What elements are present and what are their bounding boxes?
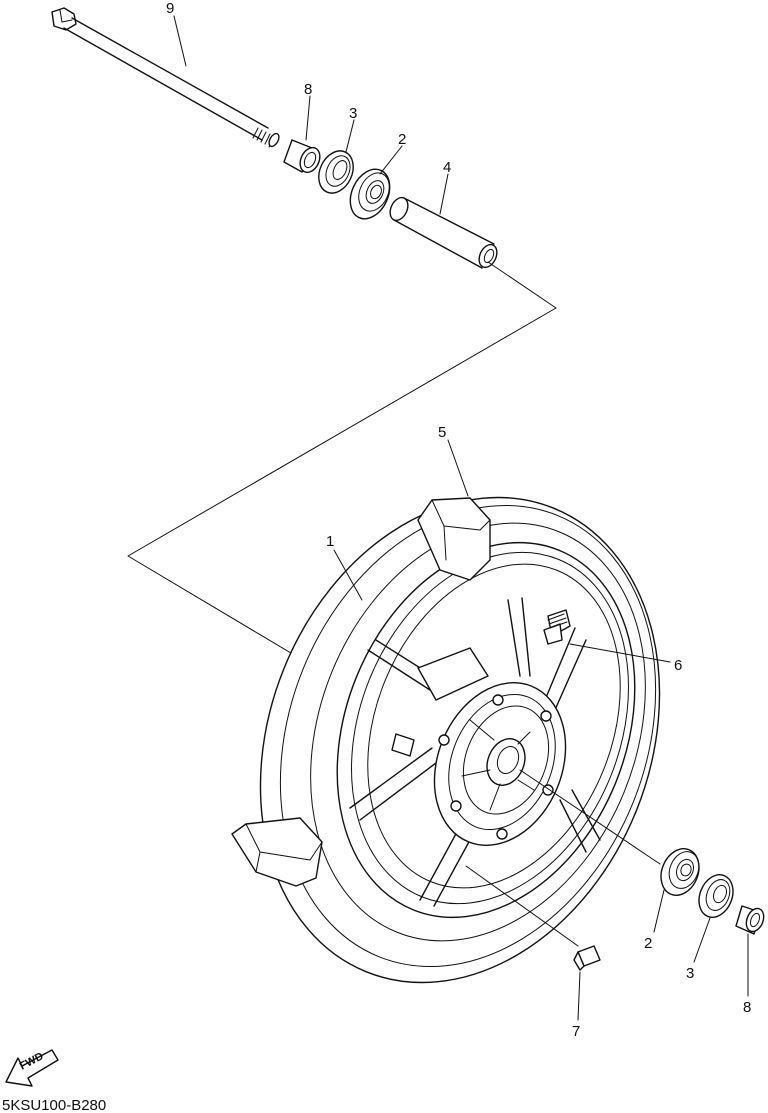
- callout-8-bottom: 8: [743, 999, 751, 1016]
- callout-3-top: 3: [349, 105, 357, 122]
- fwd-arrow-icon: FWD: [5, 1049, 59, 1087]
- diagram-code: 5KSU100-B280: [2, 1097, 106, 1113]
- balance-weight-part-7: [573, 945, 601, 971]
- spacer-part-4: [389, 196, 498, 269]
- callout-2-top: 2: [398, 131, 406, 148]
- callout-labels: 9 8 3 2 4 5 1 6 2 3 8 7: [166, 0, 751, 1040]
- axis-line: [519, 769, 661, 865]
- callout-3-bottom: 3: [686, 965, 694, 982]
- axle-part-9: [51, 7, 280, 148]
- callout-5: 5: [438, 424, 446, 441]
- callout-9-top: 9: [166, 0, 174, 17]
- oil-seal-part-3-bottom: [698, 874, 734, 918]
- oil-seal-part-3-top: [318, 150, 354, 194]
- callout-1: 1: [326, 533, 334, 550]
- valve-part-6: [543, 609, 571, 645]
- callout-7: 7: [572, 1023, 580, 1040]
- bearing-part-2-bottom: [660, 848, 700, 896]
- bearing-part-2-top: [349, 168, 391, 220]
- callout-6: 6: [674, 657, 682, 674]
- collar-part-8-top: [283, 139, 321, 174]
- wheel-assembly-part-1: [231, 496, 661, 984]
- callout-2-bottom: 2: [644, 935, 652, 952]
- assembly-line: [127, 261, 557, 663]
- callout-4: 4: [443, 159, 451, 176]
- collar-part-8-bottom: [735, 905, 765, 935]
- leader-lines: [173, 15, 749, 1021]
- callout-8-top: 8: [304, 81, 312, 98]
